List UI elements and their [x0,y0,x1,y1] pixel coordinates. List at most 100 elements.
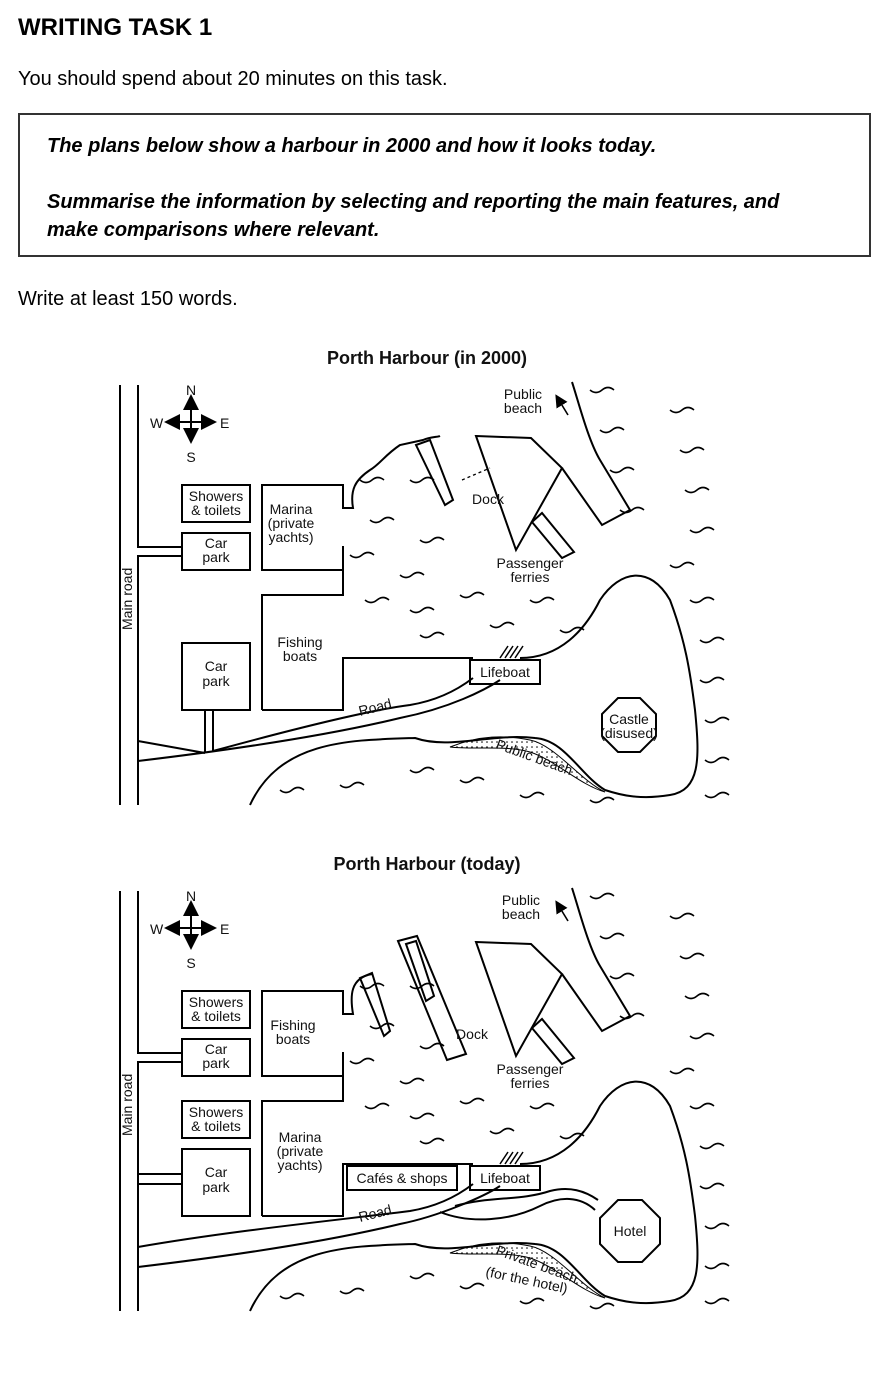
wave-mark [699,636,725,644]
wave-mark [419,1042,445,1050]
wave-mark [669,561,695,569]
wave-mark [519,791,545,799]
jetty [396,934,468,1062]
svg-text:(private: (private [268,515,315,531]
showers-toilets-top [181,990,251,1029]
svg-text:Fishing: Fishing [270,1017,315,1033]
time-instruction: You should spend about 20 minutes on thi… [18,68,448,90]
svg-text:Car: Car [205,1164,228,1180]
svg-text:(disused): (disused) [600,725,658,741]
svg-text:Car: Car [205,1041,228,1057]
sea-waves [279,386,730,804]
svg-text:S: S [186,955,195,971]
svg-text:N: N [186,382,196,398]
svg-text:(private: (private [277,1143,324,1159]
car-park-bottom [181,642,251,711]
task-prompt-box: The plans below show a harbour in 2000 a… [18,113,871,257]
wave-mark [489,1127,515,1135]
wave-mark [689,526,715,534]
svg-text:Lifeboat: Lifeboat [480,664,530,680]
wave-mark [704,1297,730,1305]
wave-mark [519,1297,545,1305]
marina [261,1052,473,1217]
fishing-boats [261,546,473,711]
svg-text:Car: Car [205,535,228,551]
svg-text:& toilets: & toilets [191,1008,241,1024]
svg-text:S: S [186,449,195,465]
ship-icon [404,939,436,1003]
wave-mark [589,386,615,394]
wave-mark [679,446,705,454]
svg-text:Marina: Marina [279,1129,322,1145]
wave-mark [609,972,635,980]
peninsula-coast [249,1080,699,1312]
sea-waves [279,892,730,1310]
public-beach-south [449,736,606,793]
svg-text:Passenger: Passenger [497,555,564,571]
svg-text:park: park [202,1179,230,1195]
svg-text:beach: beach [504,400,542,416]
ship-icon [358,971,392,1038]
svg-text:Public: Public [502,892,540,908]
svg-text:Dock: Dock [472,491,505,507]
wave-mark [409,1272,435,1280]
prompt-description: The plans below show a harbour in 2000 a… [47,135,657,157]
wave-mark [699,1142,725,1150]
map-title: Porth Harbour (in 2000) [327,348,527,368]
svg-text:W: W [150,415,164,431]
road [137,679,501,762]
wave-mark [589,796,615,804]
car-park-top [181,532,251,571]
ship-icon [530,511,576,560]
wave-mark [409,606,435,614]
svg-text:Public: Public [504,386,542,402]
wave-mark [359,476,385,484]
svg-text:Marina: Marina [270,501,313,517]
wave-mark [419,536,445,544]
wave-mark [589,892,615,900]
svg-text:N: N [186,888,196,904]
wave-mark [689,1032,715,1040]
wave-mark [349,1057,375,1065]
wave-mark [364,596,390,604]
svg-text:park: park [202,673,230,689]
wave-mark [589,1302,615,1310]
private-beach [449,1242,606,1299]
wave-mark [529,1102,555,1110]
wave-mark [369,516,395,524]
svg-text:ferries: ferries [511,1075,550,1091]
svg-text:E: E [220,415,229,431]
land-boundary [137,385,182,548]
svg-text:Car: Car [205,658,228,674]
cafes-shops [346,1165,458,1191]
wave-mark [684,486,710,494]
lifeboat-station [469,659,541,685]
wave-mark [459,1097,485,1105]
car-park-bottom [181,1148,251,1217]
showers-toilets [181,484,251,523]
wave-mark [599,426,625,434]
wave-mark [339,781,365,789]
wave-mark [419,631,445,639]
wave-mark [699,676,725,684]
compass-icon: N S E W [150,888,229,971]
wave-mark [689,1102,715,1110]
svg-text:Showers: Showers [189,1104,243,1120]
wave-mark [669,1067,695,1075]
wave-mark [619,506,645,514]
wave-mark [669,912,695,920]
wave-mark [704,756,730,764]
map-title: Porth Harbour (today) [334,854,521,874]
wave-mark [409,766,435,774]
wave-mark [599,932,625,940]
dock [474,940,564,1059]
wave-mark [459,776,485,784]
task-title: WRITING TASK 1 [18,14,213,41]
svg-text:Road: Road [357,1201,393,1225]
wave-mark [559,1132,585,1140]
svg-text:Showers: Showers [189,994,243,1010]
svg-text:park: park [202,1055,230,1071]
wave-mark [704,1222,730,1230]
ship-icon [530,1017,576,1066]
wave-mark [529,596,555,604]
